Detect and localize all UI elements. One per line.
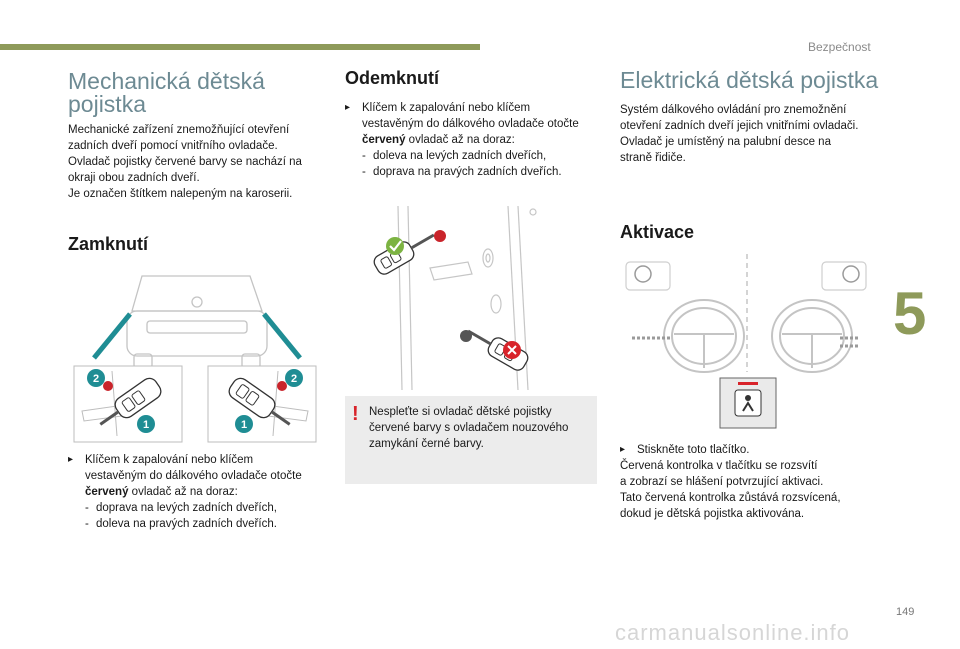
instruction-line: červený ovladač až na doraz: [85,484,302,500]
mechanical-lock-title: Mechanická dětská pojistka [68,70,265,116]
chapter-number: 5 [893,280,927,347]
warning-text: Nespleťte si ovladač dětské pojistky čer… [369,404,591,452]
black-control-knob [460,330,472,342]
instruction-line: Tato červená kontrolka zůstává rozsvícen… [620,492,841,504]
key-fob [228,377,291,426]
instruction-text: ovladač až na doraz: [128,486,238,498]
instruction-bullet: ▸ Klíčem k zapalování nebo klíčem vestav… [345,100,605,180]
instruction-line: Klíčem k zapalování nebo klíčem [362,102,531,114]
warning-icon: ! [352,403,359,425]
instruction-line: Stiskněte toto tlačítko. [637,444,750,456]
dash-text: doleva na pravých zadních dveřích. [96,518,277,530]
red-control-knob [103,381,113,391]
dash-item: -doprava na levých zadních dveřích, [85,502,277,514]
electric-intro: Systém dálkového ovládání pro znemožnění… [620,102,890,166]
title-line: pojistka [68,91,146,117]
dash-text: doprava na levých zadních dveřích, [96,502,277,514]
car-rear-image [126,275,268,369]
instruction-line: a zobrazí se hlášení potvrzující aktivac… [620,476,824,488]
mechanical-intro: Mechanické zařízení znemožňující otevřen… [68,122,328,202]
checkmark-glyph [389,240,402,252]
dashboard-image [625,261,867,291]
instruction-line: dokud je dětská pojistka aktivována. [620,508,805,520]
instruction-line: Klíčem k zapalování nebo klíčem [85,454,254,466]
callout-badge [87,369,105,387]
dashboard-illustration [625,254,867,429]
intro-line: Ovladač je umístěný na palubní desce na [620,136,831,148]
vent-marks [632,336,860,348]
electric-lock-title: Elektrická dětská pojistka [620,67,879,93]
bullet-arrow-icon: ▸ [345,102,351,113]
instruction-line: červený ovladač až na doraz: [362,132,579,148]
activation-heading: Aktivace [620,222,695,242]
dash-text: doprava na pravých zadních dveřích. [373,166,562,178]
instruction-text: ovladač až na doraz: [405,134,515,146]
accent-bar [0,44,480,50]
key-fob [99,377,162,426]
child-figure [742,401,754,412]
dash-item: -doprava na pravých zadních dveřích. [362,166,562,178]
red-indicator-light [738,382,758,385]
pointer-arrow [92,312,132,360]
door-unlock-illustration [373,206,537,390]
bold-term: červený [362,134,406,146]
red-control-knob [434,230,446,242]
callout-badge [235,415,253,433]
dash-item: -doleva na pravých zadních dveřích. [85,518,277,530]
dash-text: doleva na levých zadních dveřích, [373,150,547,162]
bullet-arrow-icon: ▸ [68,454,74,465]
callout-number: 2 [291,373,297,385]
instruction-line: vestavěným do dálkového ovladače otočte [362,118,579,130]
car-lock-illustration: 2 2 1 1 [73,275,317,443]
instruction-bullet: ▸ Stiskněte toto tlačítko. [620,442,890,458]
warning-line: zamykání černé barvy. [369,438,484,450]
checkmark-icon [386,237,404,255]
callout-number: 1 [241,419,247,431]
key-fob [373,233,435,275]
page-number: 149 [896,606,915,618]
warning-line: červené barvy s ovladačem nouzového [369,422,569,434]
callout-number: 1 [143,419,149,431]
unlock-heading: Odemknutí [345,68,440,88]
intro-line: okraji obou zadních dveří. [68,172,200,184]
intro-line: Systém dálkového ovládání pro znemožnění [620,104,847,116]
pointer-arrow [262,312,302,360]
intro-line: otevření zadních dveří jejich vnitřními … [620,120,859,132]
intro-line: Je označen štítkem nalepeným na karoseri… [68,188,293,200]
intro-line: straně řidiče. [620,152,686,164]
door-edge-image [397,206,537,390]
lock-heading: Zamknutí [68,234,149,254]
steering-wheel-icon [663,299,853,373]
instruction-line: vestavěným do dálkového ovladače otočte [85,470,302,482]
unlock-instructions: ▸ Klíčem k zapalování nebo klíčem vestav… [345,100,605,180]
watermark: carmanualsonline.info [615,620,851,645]
intro-line: Ovladač pojistky červené barvy se nacház… [68,156,302,168]
warning-box [345,396,597,484]
activation-instructions: ▸ Stiskněte toto tlačítko. Červená kontr… [620,442,890,522]
callout-number: 2 [93,373,99,385]
callout-badge [137,415,155,433]
warning-line: Nespleťte si ovladač dětské pojistky [369,406,552,418]
steering-wheel-icon [634,265,860,283]
dash-item: -doleva na levých zadních dveřích, [362,150,547,162]
intro-line: zadních dveří pomocí vnitřního ovladače. [68,140,278,152]
cross-glyph [507,345,517,355]
title-line: Mechanická dětská [68,68,265,94]
instruction-line: Červená kontrolka v tlačítku se rozsvítí [620,460,818,472]
instruction-bullet: ▸ Klíčem k zapalování nebo klíčem vestav… [68,452,330,532]
callout-badge [285,369,303,387]
bullet-arrow-icon: ▸ [620,444,626,455]
lock-instructions: ▸ Klíčem k zapalování nebo klíčem vestav… [68,452,330,532]
intro-line: Mechanické zařízení znemožňující otevřen… [68,124,290,136]
child-figure [745,395,751,401]
bold-term: červený [85,486,129,498]
red-control-knob [277,381,287,391]
section-tag: Bezpečnost [808,40,871,54]
